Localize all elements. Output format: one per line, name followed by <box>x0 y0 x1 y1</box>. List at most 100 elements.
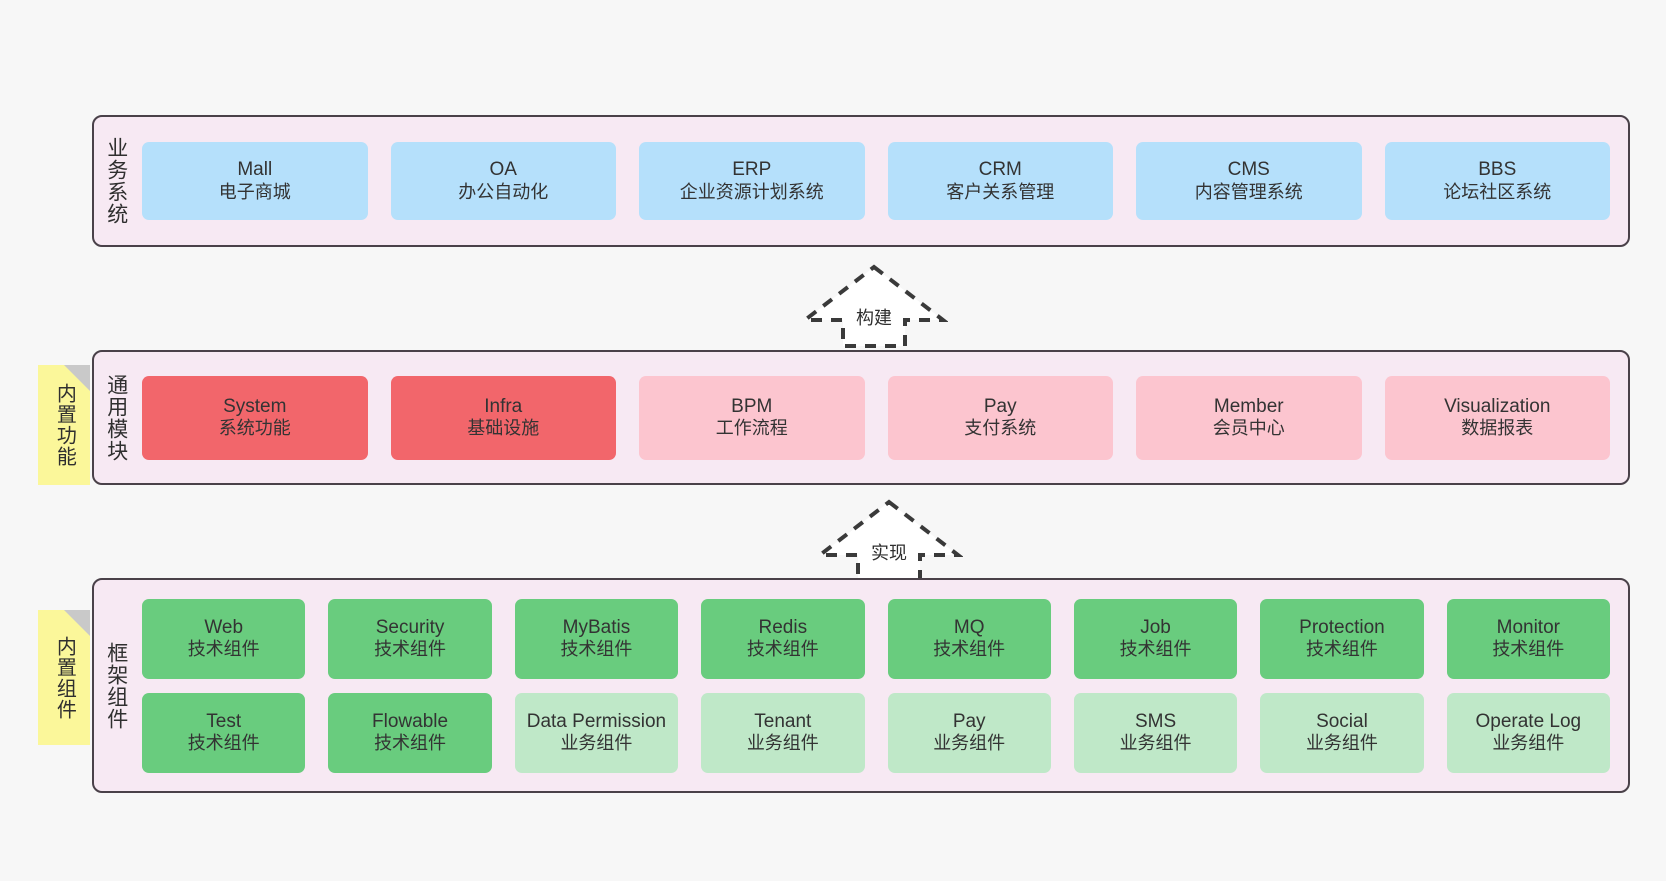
card-title: Flowable <box>372 710 449 732</box>
card-title: Visualization <box>1444 395 1551 417</box>
card-test[interactable]: Test 技术组件 <box>142 692 306 773</box>
card-pay[interactable]: Pay 支付系统 <box>887 375 1113 460</box>
card-title: ERP <box>732 159 772 181</box>
card-mq[interactable]: MQ 技术组件 <box>887 598 1051 679</box>
card-title: CMS <box>1227 159 1270 181</box>
card-title: Web <box>204 616 244 638</box>
connector-build-arrow: 构建 <box>800 262 948 350</box>
card-row: Web 技术组件 Security 技术组件 MyBatis 技术组件 Redi… <box>142 598 1610 679</box>
card-title: Security <box>375 616 445 638</box>
card-subtitle: 业务组件 <box>1305 733 1378 754</box>
card-mybatis[interactable]: MyBatis 技术组件 <box>514 598 679 679</box>
card-subtitle: 工作流程 <box>715 418 788 439</box>
card-title: Data Permission <box>526 710 667 732</box>
card-bbs[interactable]: BBS 论坛社区系统 <box>1384 142 1610 220</box>
card-web[interactable]: Web 技术组件 <box>142 598 306 679</box>
card-subtitle: 业务组件 <box>933 733 1006 754</box>
card-title: Tenant <box>754 710 812 732</box>
card-row: System 系统功能 Infra 基础设施 BPM 工作流程 Pay 支付系统… <box>142 375 1610 460</box>
card-subtitle: 技术组件 <box>933 639 1006 660</box>
section-label-framework-components: 框架组件 <box>104 641 128 730</box>
card-title: MyBatis <box>562 616 631 638</box>
card-job[interactable]: Job 技术组件 <box>1073 598 1238 679</box>
connector-build-label: 构建 <box>856 308 892 328</box>
card-flowable[interactable]: Flowable 技术组件 <box>328 692 492 773</box>
card-title: Social <box>1316 710 1368 732</box>
card-tenant[interactable]: Tenant 业务组件 <box>701 692 865 773</box>
card-title: Protection <box>1299 616 1385 638</box>
section-body-business-systems: Mall 电子商城 OA 办公自动化 ERP 企业资源计划系统 CRM 客户关系… <box>138 117 1628 245</box>
card-subtitle: 技术组件 <box>1119 639 1192 660</box>
card-subtitle: 企业资源计划系统 <box>679 181 824 202</box>
card-subtitle: 技术组件 <box>187 733 260 754</box>
connector-implement-label: 实现 <box>871 543 907 563</box>
card-title: Pay <box>952 710 986 732</box>
card-title: OA <box>489 159 517 181</box>
card-monitor[interactable]: Monitor 技术组件 <box>1446 598 1610 679</box>
card-subtitle: 技术组件 <box>746 639 819 660</box>
card-subtitle: 支付系统 <box>964 418 1037 439</box>
card-title: SMS <box>1134 710 1177 732</box>
card-subtitle: 业务组件 <box>560 733 633 754</box>
card-bpm[interactable]: BPM 工作流程 <box>639 375 865 460</box>
section-label-common-modules: 通用模块 <box>104 373 128 462</box>
card-title: Test <box>206 710 242 732</box>
connector-implement-arrow: 实现 <box>815 497 963 585</box>
card-title: BBS <box>1478 159 1517 181</box>
section-body-framework-components: Web 技术组件 Security 技术组件 MyBatis 技术组件 Redi… <box>138 580 1628 791</box>
card-subtitle: 技术组件 <box>1492 639 1565 660</box>
card-data-permission[interactable]: Data Permission 业务组件 <box>514 692 679 773</box>
card-social[interactable]: Social 业务组件 <box>1260 692 1424 773</box>
card-row: Test 技术组件 Flowable 技术组件 Data Permission … <box>142 692 1610 773</box>
card-title: Mall <box>237 159 273 181</box>
card-subtitle: 业务组件 <box>746 733 819 754</box>
card-subtitle: 会员中心 <box>1212 418 1285 439</box>
note-text: 内置功能 <box>53 383 76 467</box>
card-subtitle: 内容管理系统 <box>1194 181 1303 202</box>
card-member[interactable]: Member 会员中心 <box>1136 375 1362 460</box>
card-subtitle: 基础设施 <box>467 418 540 439</box>
card-sms[interactable]: SMS 业务组件 <box>1073 692 1238 773</box>
card-operate-log[interactable]: Operate Log 业务组件 <box>1446 692 1610 773</box>
card-title: Pay <box>983 395 1017 417</box>
card-cms[interactable]: CMS 内容管理系统 <box>1136 142 1362 220</box>
card-protection[interactable]: Protection 技术组件 <box>1260 598 1424 679</box>
card-oa[interactable]: OA 办公自动化 <box>390 142 616 220</box>
card-security[interactable]: Security 技术组件 <box>328 598 492 679</box>
card-title: Operate Log <box>1475 710 1582 732</box>
card-erp[interactable]: ERP 企业资源计划系统 <box>639 142 865 220</box>
card-title: Monitor <box>1496 616 1560 638</box>
card-system[interactable]: System 系统功能 <box>142 375 368 460</box>
card-redis[interactable]: Redis 技术组件 <box>701 598 865 679</box>
card-title: Redis <box>758 616 808 638</box>
card-infra[interactable]: Infra 基础设施 <box>390 375 616 460</box>
card-pay-business[interactable]: Pay 业务组件 <box>887 692 1051 773</box>
card-mall[interactable]: Mall 电子商城 <box>142 142 368 220</box>
card-crm[interactable]: CRM 客户关系管理 <box>887 142 1113 220</box>
card-subtitle: 电子商城 <box>218 181 291 202</box>
note-builtin-components: 内置组件 <box>38 610 90 745</box>
note-text: 内置组件 <box>53 635 76 720</box>
card-visualization[interactable]: Visualization 数据报表 <box>1384 375 1610 460</box>
card-subtitle: 技术组件 <box>560 639 633 660</box>
card-title: Job <box>1140 616 1171 638</box>
card-subtitle: 技术组件 <box>374 733 447 754</box>
section-common-modules: 通用模块 System 系统功能 Infra 基础设施 BPM 工作流程 Pay… <box>92 350 1630 485</box>
card-title: BPM <box>731 395 773 417</box>
card-subtitle: 办公自动化 <box>458 181 549 202</box>
card-subtitle: 系统功能 <box>218 418 291 439</box>
card-title: Member <box>1213 395 1284 417</box>
section-business-systems: 业务系统 Mall 电子商城 OA 办公自动化 ERP 企业资源计划系统 CRM… <box>92 115 1630 247</box>
card-subtitle: 业务组件 <box>1119 733 1192 754</box>
card-subtitle: 业务组件 <box>1492 733 1565 754</box>
card-title: CRM <box>978 159 1022 181</box>
card-title: Infra <box>484 395 523 417</box>
note-builtin-features: 内置功能 <box>38 365 90 485</box>
card-subtitle: 数据报表 <box>1461 418 1534 439</box>
card-row: Mall 电子商城 OA 办公自动化 ERP 企业资源计划系统 CRM 客户关系… <box>142 142 1610 220</box>
card-title: MQ <box>953 616 985 638</box>
section-label-business-systems: 业务系统 <box>104 137 128 225</box>
card-subtitle: 客户关系管理 <box>946 181 1055 202</box>
section-body-common-modules: System 系统功能 Infra 基础设施 BPM 工作流程 Pay 支付系统… <box>138 352 1628 483</box>
